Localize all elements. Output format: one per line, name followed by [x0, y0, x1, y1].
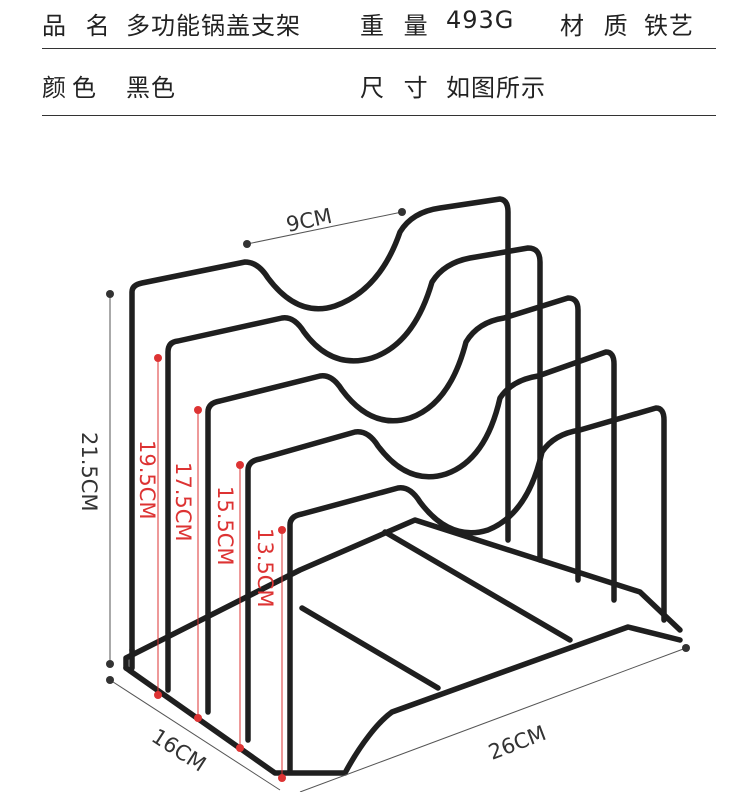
- spec-row-1: 品 名 多功能锅盖支架 重 量 493G 材 质 铁艺: [42, 0, 716, 49]
- dim-label-depth: 16CM: [147, 724, 210, 777]
- dim-line-length: [299, 647, 687, 792]
- rack-base-front: [123, 624, 683, 776]
- dim-line-depth: [109, 679, 281, 791]
- color-value: 黑色: [126, 74, 176, 102]
- size-value: 如图所示: [446, 74, 546, 102]
- weight-label: 重 量: [360, 12, 434, 40]
- dim-label-divider-2: 17.5CM: [171, 462, 195, 542]
- divider-5: [287, 405, 667, 773]
- divider-3: [205, 295, 581, 715]
- dim-dot: [243, 240, 251, 248]
- size-label: 尺 寸: [360, 74, 434, 102]
- dim-dot: [106, 290, 114, 298]
- dim-label-top-width: 9CM: [284, 204, 334, 237]
- dim-line-top-width: [246, 211, 403, 245]
- dim-label-height: 21.5CM: [77, 432, 101, 512]
- material-label: 材 质: [560, 12, 634, 40]
- rack-frame: [123, 196, 683, 776]
- dim-dot: [682, 644, 690, 652]
- rack-base-bar-1: [382, 529, 573, 643]
- dim-dot: [106, 660, 114, 668]
- divider-2: [165, 245, 543, 693]
- divider-1: [129, 196, 511, 653]
- color-label: 颜色: [42, 74, 102, 102]
- dim-dot: [398, 208, 406, 216]
- dim-label-divider-1: 19.5CM: [135, 440, 159, 520]
- dim-label-divider-4: 13.5CM: [253, 528, 277, 608]
- dimension-lines: [106, 208, 690, 792]
- divider-height-markers: [154, 354, 286, 782]
- spec-table: 品 名 多功能锅盖支架 重 量 493G 材 质 铁艺 颜色 黑色 尺 寸 如图…: [42, 0, 716, 116]
- weight-value: 493G: [446, 6, 515, 34]
- name-label: 品 名: [42, 12, 116, 40]
- rack-base-back: [123, 517, 683, 671]
- divider-4: [245, 349, 617, 743]
- material-value: 铁艺: [644, 12, 694, 40]
- rack-base-bar-2: [299, 605, 441, 691]
- dim-label-length: 26CM: [485, 721, 549, 765]
- dim-label-divider-3: 15.5CM: [213, 486, 237, 566]
- spec-row-2: 颜色 黑色 尺 寸 如图所示: [42, 58, 716, 116]
- dim-dot: [106, 676, 114, 684]
- name-value: 多功能锅盖支架: [126, 12, 301, 40]
